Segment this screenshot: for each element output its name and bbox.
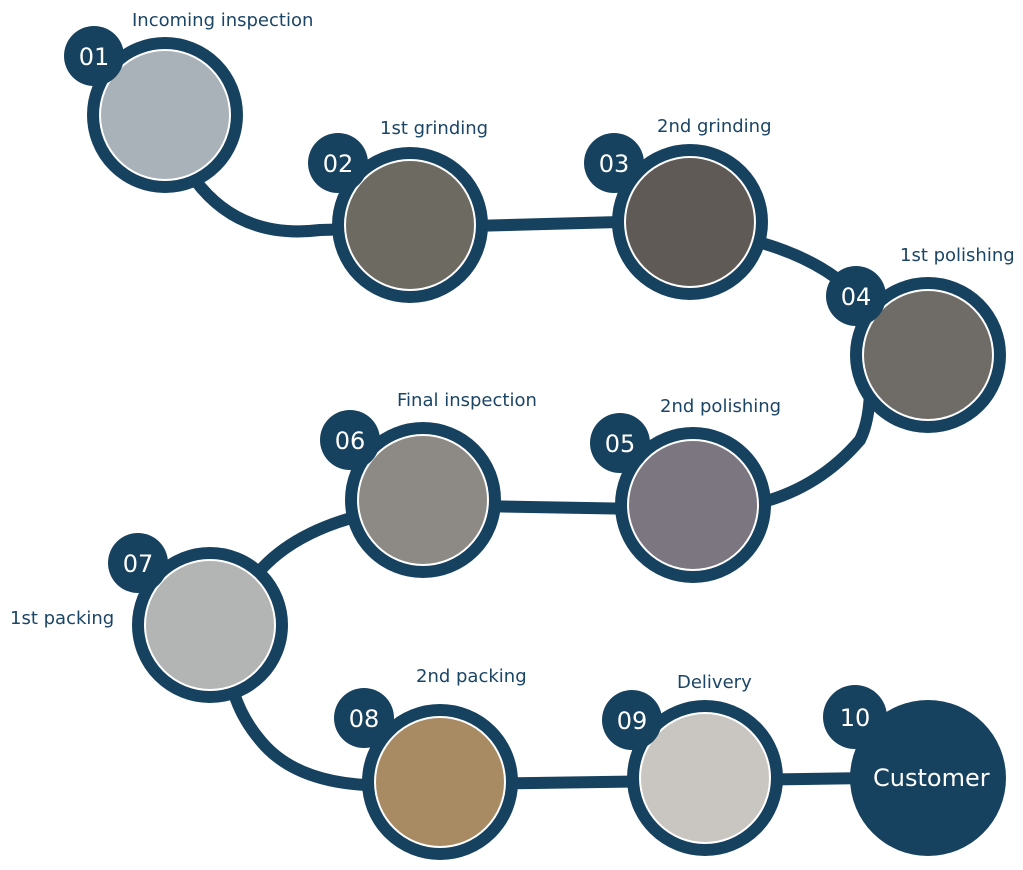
photo-inspecting-finished-part <box>359 436 487 564</box>
step-label: Final inspection <box>397 390 537 411</box>
step-07[interactable]: 07 <box>108 533 288 703</box>
photo-grinding-machine <box>626 158 754 286</box>
svg-text:09: 09 <box>617 707 648 735</box>
photo-loaded-truck <box>641 714 769 842</box>
step-04[interactable]: 04 <box>826 266 1006 433</box>
step-label: 1st grinding <box>380 118 489 139</box>
svg-text:03: 03 <box>599 150 630 178</box>
photo-packing-boxes <box>376 718 504 846</box>
step-09[interactable]: 09 <box>602 690 783 856</box>
svg-text:06: 06 <box>335 427 366 455</box>
svg-text:05: 05 <box>605 430 636 458</box>
photo-parts-racked <box>146 561 274 689</box>
svg-text:02: 02 <box>323 150 354 178</box>
svg-text:07: 07 <box>123 550 154 578</box>
flow-connector <box>190 176 876 792</box>
step-03[interactable]: 03 <box>584 133 768 300</box>
step-label: 2nd packing <box>416 666 527 687</box>
step-label: 2nd grinding <box>657 116 772 137</box>
step-08[interactable]: 08 <box>334 688 518 860</box>
photo-grinding-workshop <box>346 161 474 289</box>
step-10-customer[interactable]: 10 <box>823 685 1006 856</box>
svg-text:08: 08 <box>349 705 380 733</box>
step-number: 01 <box>79 43 110 71</box>
step-01[interactable]: 01 <box>64 26 243 193</box>
photo-polishing-wheel <box>629 441 757 569</box>
svg-text:10: 10 <box>840 704 871 732</box>
customer-label: Customer <box>873 764 990 792</box>
photo-inspecting-part-with-ruler <box>101 51 229 179</box>
step-05[interactable]: 05 <box>590 413 771 583</box>
step-06[interactable]: 06 <box>320 410 501 578</box>
step-label: Delivery <box>677 672 752 693</box>
svg-text:04: 04 <box>841 283 872 311</box>
step-02[interactable]: 02 <box>308 133 488 303</box>
step-label: Incoming inspection <box>132 10 314 31</box>
step-label: 1st polishing <box>900 245 1015 266</box>
step-label: 1st packing <box>10 608 115 629</box>
step-label: 2nd polishing <box>660 396 782 417</box>
photo-worker-polishing <box>864 291 992 419</box>
